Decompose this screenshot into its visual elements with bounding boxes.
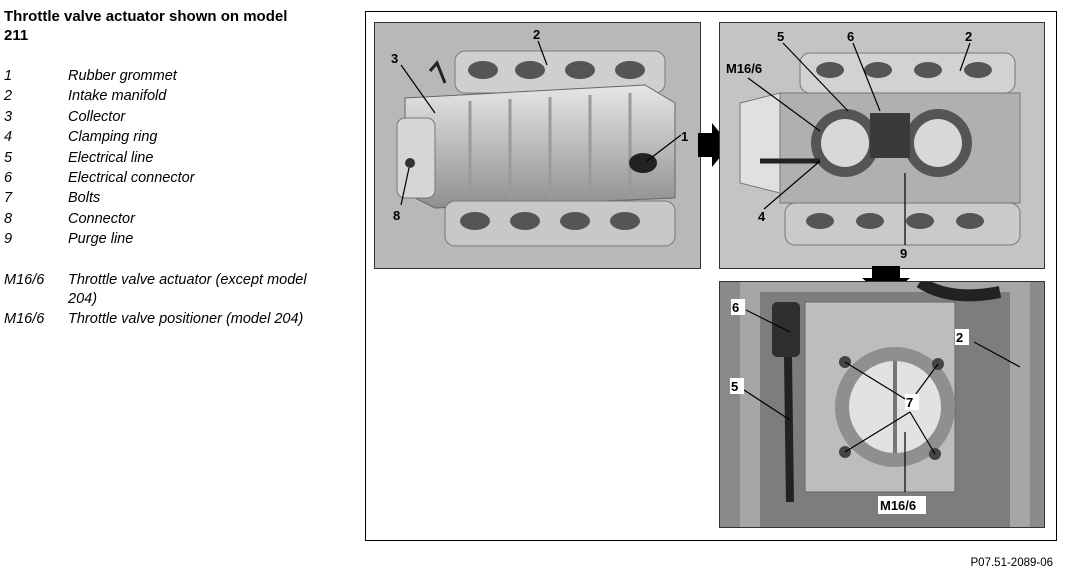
legend-text: Purge line: [68, 231, 134, 248]
figure-code: P07.51-2089-06: [970, 557, 1053, 569]
legend-num: 9: [4, 231, 13, 248]
callout-label: 5: [777, 29, 784, 44]
legend-text: Throttle valve positioner (model 204): [68, 311, 304, 327]
callout-label: 9: [900, 246, 907, 261]
legend-num: 7: [4, 190, 13, 207]
legend-text: Electrical line: [68, 149, 154, 166]
legend-text: Connector: [68, 210, 135, 227]
legend-num: M16/6: [4, 272, 45, 288]
legend-text: Bolts: [68, 190, 101, 207]
page-title: Throttle valve actuator shown on model 2…: [4, 8, 288, 44]
legend-num: 2: [4, 88, 13, 105]
legend-num: 8: [4, 210, 13, 227]
collector-illustration: 2 3 1 8: [375, 23, 700, 268]
legend-text: Collector: [68, 108, 126, 125]
legend-text: Electrical connector: [68, 170, 195, 186]
legend-num: 1: [4, 68, 13, 84]
throttle-bodies-illustration: 5 6 2 M16/6 4 9: [720, 23, 1044, 268]
photo-throttle-closeup: 6 2 5 7 M16/6: [719, 281, 1045, 528]
callout-label: 4: [758, 209, 766, 224]
callout-label: 3: [391, 51, 398, 66]
callout-label: M16/6: [880, 498, 916, 513]
legend-text: Clamping ring: [68, 129, 158, 146]
callout-label: M16/6: [726, 61, 762, 76]
callout-label: 2: [956, 330, 963, 345]
legend-num: 4: [4, 129, 13, 146]
legend-num: 3: [4, 108, 13, 125]
callout-label: 2: [533, 27, 540, 42]
photo-collector-assembly: 2 3 1 8: [374, 22, 701, 269]
legend-num: 5: [4, 149, 13, 166]
callout-label: 6: [847, 29, 854, 44]
callout-label: 5: [731, 379, 738, 394]
legend-num: M16/6: [4, 311, 45, 327]
figure-frame: [365, 11, 1057, 541]
callout-label: 2: [965, 29, 972, 44]
throttle-closeup-illustration: 6 2 5 7 M16/6: [720, 282, 1044, 527]
arrow-right-icon: [698, 123, 730, 167]
callout-label: 8: [393, 208, 400, 223]
photo-throttle-bodies: 5 6 2 M16/6 4 9: [719, 22, 1045, 269]
callout-label: 1: [681, 129, 688, 144]
legend-text: Rubber grommet: [68, 68, 177, 84]
legend-text: Throttle valve actuator (except model 20…: [68, 272, 307, 307]
legend-text: Intake manifold: [68, 88, 167, 105]
callout-label: 7: [906, 395, 913, 410]
callout-label: 6: [732, 300, 739, 315]
legend-num: 6: [4, 170, 13, 186]
